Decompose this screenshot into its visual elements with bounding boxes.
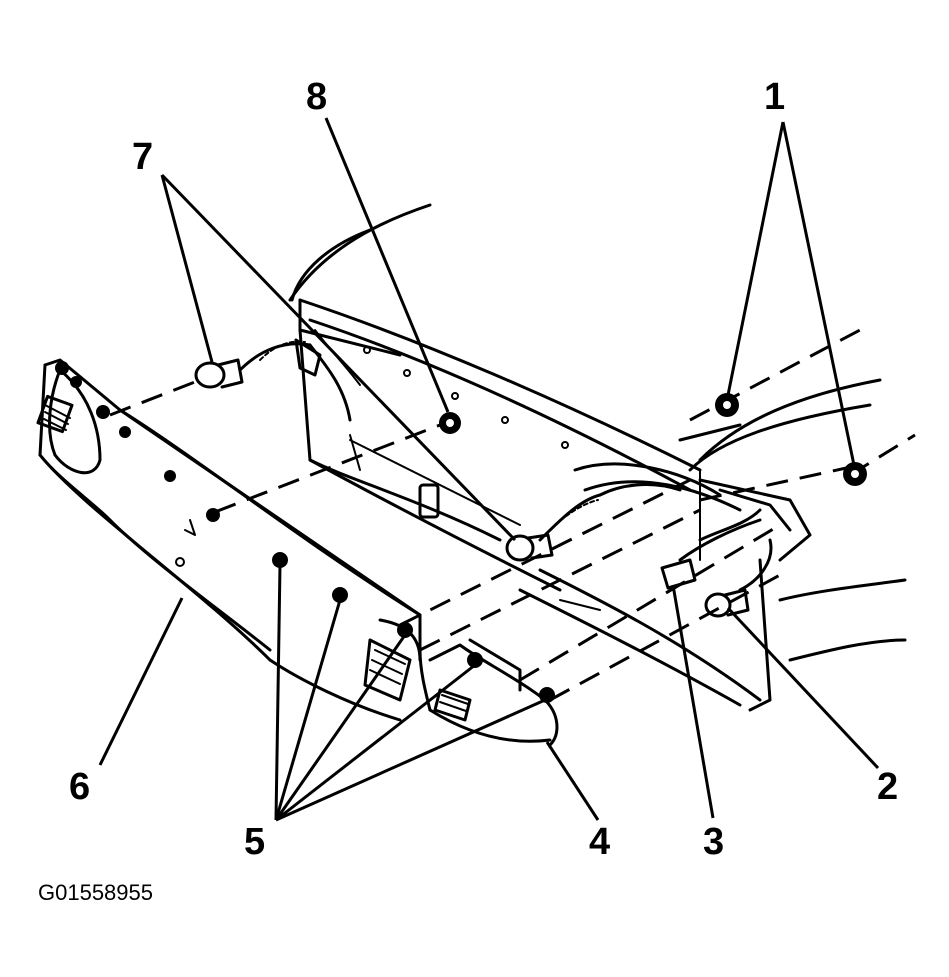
callout-8: 8 xyxy=(306,76,328,118)
vehicle-body xyxy=(288,203,907,712)
hardware-parts xyxy=(194,338,867,618)
callout-4: 4 xyxy=(589,821,611,863)
retainers xyxy=(55,361,555,703)
callout-3: 3 xyxy=(703,821,725,863)
leader-lines xyxy=(98,117,880,822)
callout-5: 5 xyxy=(244,821,266,863)
callout-1: 1 xyxy=(764,76,786,118)
alignment-lines xyxy=(109,328,916,702)
callout-6: 6 xyxy=(69,766,91,808)
bumper-fascia xyxy=(36,358,559,747)
figure-id: G01558955 xyxy=(38,880,153,905)
callout-7: 7 xyxy=(132,136,154,178)
callout-2: 2 xyxy=(877,766,899,808)
